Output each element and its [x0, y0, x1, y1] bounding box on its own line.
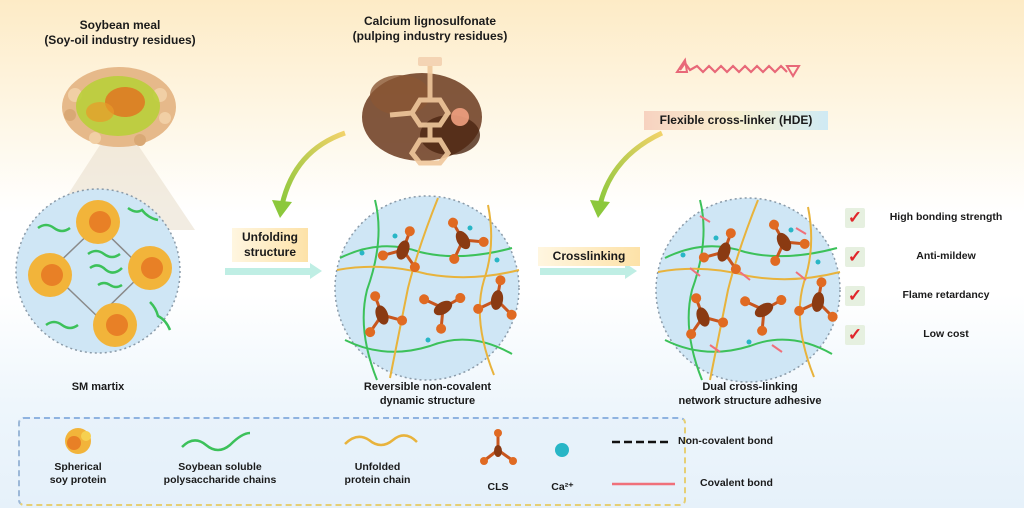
legend-label-line1: Spherical	[54, 461, 102, 473]
calcium-ion	[467, 225, 473, 231]
legend-label-unfolded-chain: Unfolded protein chain	[320, 461, 435, 487]
cls-title: Calcium lignosulfonate	[363, 14, 496, 28]
calcium-ion	[359, 250, 365, 256]
legend-label-polysaccharide: Soybean soluble polysaccharide chains	[135, 461, 305, 487]
legend-label-line2: polysaccharide chains	[163, 474, 277, 487]
cls-molecule	[419, 293, 466, 334]
check-icon: ✓	[845, 247, 865, 267]
benefit-item: ✓ High bonding strength	[845, 208, 1020, 228]
cls-icon	[480, 429, 517, 465]
legend-label-covalent: Covalent bond	[700, 477, 773, 489]
check-icon: ✓	[845, 286, 865, 306]
calcium-ion	[788, 227, 794, 233]
cls-powder-image	[362, 57, 482, 166]
crosslinking-arrow	[540, 268, 625, 275]
legend-label-line1: Unfolded	[354, 461, 401, 473]
legend-label-non-covalent: Non-covalent bond	[678, 435, 774, 447]
calcium-ion	[713, 235, 719, 241]
benefit-item: ✓ Low cost	[845, 325, 1020, 345]
step-unfolding-line2: structure	[243, 245, 296, 259]
calcium-ion	[425, 337, 431, 343]
polysaccharide-chain-icon	[181, 431, 251, 452]
polysaccharide-chains	[37, 206, 172, 331]
calcium-ion	[815, 259, 821, 265]
step-unfolding-line1: Unfolding	[242, 230, 298, 244]
hde-arrow	[597, 130, 664, 206]
hde-molecule	[675, 57, 801, 78]
legend-label-cls: CLS	[487, 481, 509, 493]
benefit-label: High bonding strength	[889, 211, 1003, 223]
cls-molecule	[473, 275, 517, 320]
soybeans-texture	[64, 88, 171, 146]
benefit-label: Anti-mildew	[916, 250, 976, 262]
soybean-meal-subtitle: (Soy-oil industry residues)	[44, 33, 196, 47]
legend-label-line2: soy protein	[49, 474, 107, 487]
stage-3-label-line2: network structure adhesive	[678, 395, 822, 407]
cls-molecule	[448, 217, 489, 264]
cls-molecule	[686, 293, 729, 340]
cls-molecule	[365, 291, 408, 338]
step-unfolding-label: Unfolding structure	[232, 228, 308, 262]
stage-3-label-line1: Dual cross-linking	[702, 381, 798, 393]
unfolded-protein-chain-icon	[344, 434, 418, 447]
cls-subtitle: (pulping industry residues)	[352, 29, 508, 43]
benefit-item: ✓ Anti-mildew	[845, 247, 1020, 267]
calcium-ion	[746, 339, 752, 345]
spherical-soy-protein-icon	[65, 428, 91, 454]
sm-matrix-circle	[15, 188, 181, 354]
cls-arrow-head	[272, 200, 292, 218]
check-icon: ✓	[845, 208, 865, 228]
cls-molecule	[740, 295, 787, 336]
calcium-ion	[494, 257, 500, 263]
legend-box	[18, 417, 686, 506]
check-icon: ✓	[845, 325, 865, 345]
cls-molecule	[377, 226, 420, 273]
calcium-ion	[392, 233, 398, 239]
step-crosslinking-label: Crosslinking	[538, 247, 640, 266]
lignin-structure	[389, 65, 452, 166]
legend-label-spherical-protein: Spherical soy protein	[28, 461, 128, 487]
legend-label-line1: Soybean soluble	[178, 461, 262, 473]
legend-label-calcium: Ca²⁺	[551, 481, 574, 493]
stage-2-label-line2: dynamic structure	[379, 395, 476, 407]
hde-arrow-head	[590, 200, 610, 218]
crosslinker-label: Flexible cross-linker (HDE)	[644, 111, 828, 130]
benefit-label: Flame retardancy	[902, 289, 990, 301]
legend-label-line2: protein chain	[344, 474, 411, 487]
calcium-ion-icon	[555, 443, 569, 457]
cls-arrow	[279, 130, 346, 206]
spherical-protein	[28, 200, 172, 347]
stage-1-label: SM martix	[71, 381, 125, 393]
unfolding-arrow	[225, 268, 310, 275]
calcium-ion	[680, 252, 686, 258]
benefit-label: Low cost	[923, 328, 969, 340]
benefit-item: ✓ Flame retardancy	[845, 286, 1020, 306]
stage-2-label-line1: Reversible non-covalent	[363, 381, 492, 393]
covalent-crosslinks	[689, 215, 807, 353]
soybean-meal-title: Soybean meal	[79, 18, 161, 32]
hde-chain	[679, 61, 788, 74]
cls-molecule	[698, 228, 741, 275]
cls-molecule	[769, 219, 810, 266]
cls-molecule	[794, 277, 838, 322]
